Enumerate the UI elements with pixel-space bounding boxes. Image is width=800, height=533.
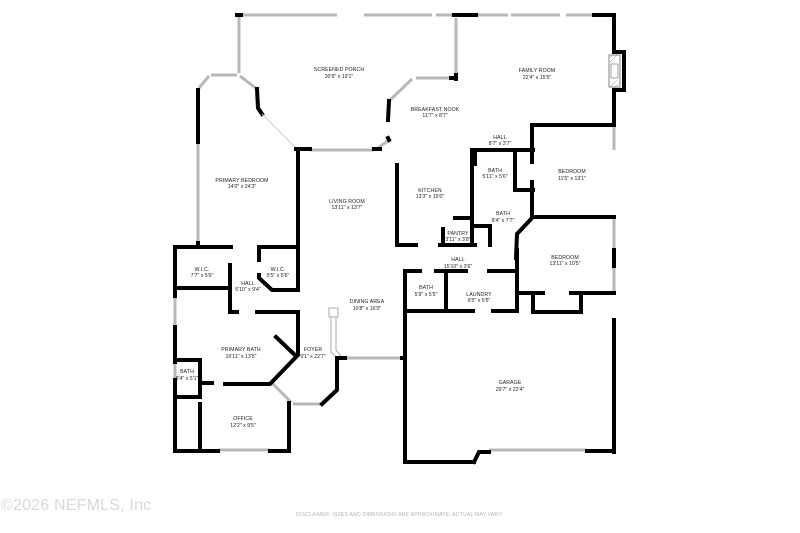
svg-text:PANTRY: PANTRY bbox=[447, 231, 469, 237]
svg-text:BATH: BATH bbox=[496, 211, 510, 217]
room-hall-upper: HALL 8'7" x 3'7" bbox=[489, 135, 512, 147]
room-dining-area: DINING AREA 10'8" x 16'0" bbox=[350, 299, 385, 312]
room-living-room: LIVING ROOM 13'11" x 13'7" bbox=[329, 199, 365, 211]
room-labels: SCREENED PORCH 30'9" x 19'1" FAMILY ROOM… bbox=[176, 67, 587, 429]
svg-text:W.I.C.: W.I.C. bbox=[195, 267, 210, 273]
svg-text:13'3" x 15'0": 13'3" x 15'0" bbox=[416, 194, 445, 200]
svg-text:OFFICE: OFFICE bbox=[233, 416, 253, 422]
svg-text:SCREENED PORCH: SCREENED PORCH bbox=[314, 67, 365, 73]
room-wic-1: W.I.C. 7'7" x 5'6" bbox=[191, 267, 214, 279]
svg-text:BEDROOM: BEDROOM bbox=[551, 255, 579, 261]
svg-text:PRIMARY BEDROOM: PRIMARY BEDROOM bbox=[215, 178, 268, 184]
room-bath-1: BATH 5'11" x 5'6" bbox=[482, 168, 507, 180]
svg-text:13'11" x 13'7": 13'11" x 13'7" bbox=[332, 205, 363, 211]
svg-text:16'11" x 13'5": 16'11" x 13'5" bbox=[226, 354, 257, 360]
svg-text:15'10" x 3'6": 15'10" x 3'6" bbox=[444, 264, 473, 270]
room-bath-2: BATH 8'4" x 7'7" bbox=[492, 211, 515, 224]
room-bath-4: BATH 8'4" x 5'1" bbox=[176, 369, 199, 382]
svg-text:BATH: BATH bbox=[180, 369, 194, 375]
room-family-room: FAMILY ROOM 22'4" x 15'5" bbox=[519, 68, 556, 81]
svg-text:3'11" x 3'8": 3'11" x 3'8" bbox=[445, 237, 470, 243]
svg-text:10'8" x 16'0": 10'8" x 16'0" bbox=[353, 306, 382, 312]
svg-text:29'7" x 22'4": 29'7" x 22'4" bbox=[496, 387, 525, 393]
copyright-watermark: ©2026 NEFMLS, Inc bbox=[1, 497, 152, 514]
svg-text:8'7" x 3'7": 8'7" x 3'7" bbox=[489, 141, 512, 147]
svg-text:HALL: HALL bbox=[241, 281, 254, 287]
room-pantry: PANTRY 3'11" x 3'8" bbox=[445, 231, 470, 243]
svg-text:BEDROOM: BEDROOM bbox=[558, 169, 586, 175]
svg-text:30'9" x 19'1": 30'9" x 19'1" bbox=[325, 74, 354, 80]
svg-text:LIVING ROOM: LIVING ROOM bbox=[329, 199, 365, 205]
room-laundry: LAUNDRY 9'5" x 5'5" bbox=[466, 292, 492, 304]
svg-text:KITCHEN: KITCHEN bbox=[418, 188, 442, 194]
svg-text:FAMILY ROOM: FAMILY ROOM bbox=[519, 68, 556, 74]
svg-text:7'7" x 5'6": 7'7" x 5'6" bbox=[191, 273, 214, 279]
svg-text:5'9" x 5'5": 5'9" x 5'5" bbox=[415, 292, 438, 298]
svg-text:GARAGE: GARAGE bbox=[499, 380, 522, 386]
svg-text:HALL: HALL bbox=[493, 135, 506, 141]
svg-text:14'0" x 24'3": 14'0" x 24'3" bbox=[228, 184, 257, 190]
room-primary-bath: PRIMARY BATH 16'11" x 13'5" bbox=[221, 347, 261, 360]
room-bath-3: BATH 5'9" x 5'5" bbox=[415, 285, 438, 298]
svg-text:12'2" x 9'5": 12'2" x 9'5" bbox=[230, 423, 256, 429]
svg-text:5'11" x 5'6": 5'11" x 5'6" bbox=[482, 174, 507, 180]
svg-text:13'11" x 10'5": 13'11" x 10'5" bbox=[550, 261, 581, 267]
room-screened-porch: SCREENED PORCH 30'9" x 19'1" bbox=[314, 67, 365, 80]
room-office: OFFICE 12'2" x 9'5" bbox=[230, 416, 256, 429]
svg-text:PRIMARY BATH: PRIMARY BATH bbox=[221, 347, 261, 353]
svg-text:11'7" x 8'7": 11'7" x 8'7" bbox=[422, 113, 447, 119]
svg-text:BATH: BATH bbox=[419, 285, 433, 291]
walls bbox=[173, 13, 626, 465]
room-wic-2: W.I.C. 5'5" x 5'6" bbox=[267, 267, 290, 279]
room-primary-bedroom: PRIMARY BEDROOM 14'0" x 24'3" bbox=[215, 178, 268, 190]
svg-text:LAUNDRY: LAUNDRY bbox=[466, 292, 492, 298]
room-hall-middle: HALL 15'10" x 3'6" bbox=[444, 257, 473, 270]
disclaimer-text: DISCLAIMER: SIZES AND DIMENSIONS ARE APP… bbox=[296, 512, 503, 518]
svg-text:22'4" x 15'5": 22'4" x 15'5" bbox=[523, 75, 552, 81]
svg-text:9'5" x 5'5": 9'5" x 5'5" bbox=[468, 298, 491, 304]
svg-text:9'1" x 22'7": 9'1" x 22'7" bbox=[300, 354, 326, 360]
room-garage: GARAGE 29'7" x 22'4" bbox=[496, 380, 525, 393]
svg-text:11'5" x 13'1": 11'5" x 13'1" bbox=[558, 176, 586, 182]
svg-text:8'4" x 5'1": 8'4" x 5'1" bbox=[176, 376, 199, 382]
room-bedroom-2: BEDROOM 13'11" x 10'5" bbox=[550, 255, 581, 267]
svg-text:8'4" x 7'7": 8'4" x 7'7" bbox=[492, 218, 515, 224]
svg-text:FOYER: FOYER bbox=[304, 347, 323, 353]
svg-text:BREAKFAST NOOK: BREAKFAST NOOK bbox=[411, 107, 460, 113]
windows bbox=[173, 13, 616, 452]
room-breakfast-nook: BREAKFAST NOOK 11'7" x 8'7" bbox=[411, 107, 460, 119]
room-hall-primary: HALL 5'10" x 9'4" bbox=[235, 281, 261, 293]
svg-text:W.I.C.: W.I.C. bbox=[271, 267, 286, 273]
room-kitchen: KITCHEN 13'3" x 15'0" bbox=[416, 188, 445, 200]
svg-text:5'5" x 5'6": 5'5" x 5'6" bbox=[267, 273, 290, 279]
svg-text:5'10" x 9'4": 5'10" x 9'4" bbox=[235, 287, 261, 293]
room-bedroom-1: BEDROOM 11'5" x 13'1" bbox=[558, 169, 586, 182]
room-foyer: FOYER 9'1" x 22'7" bbox=[300, 347, 326, 360]
fireplace-icon bbox=[608, 54, 621, 89]
svg-text:DINING AREA: DINING AREA bbox=[350, 299, 385, 305]
svg-text:BATH: BATH bbox=[488, 168, 502, 174]
svg-text:HALL: HALL bbox=[451, 257, 464, 263]
